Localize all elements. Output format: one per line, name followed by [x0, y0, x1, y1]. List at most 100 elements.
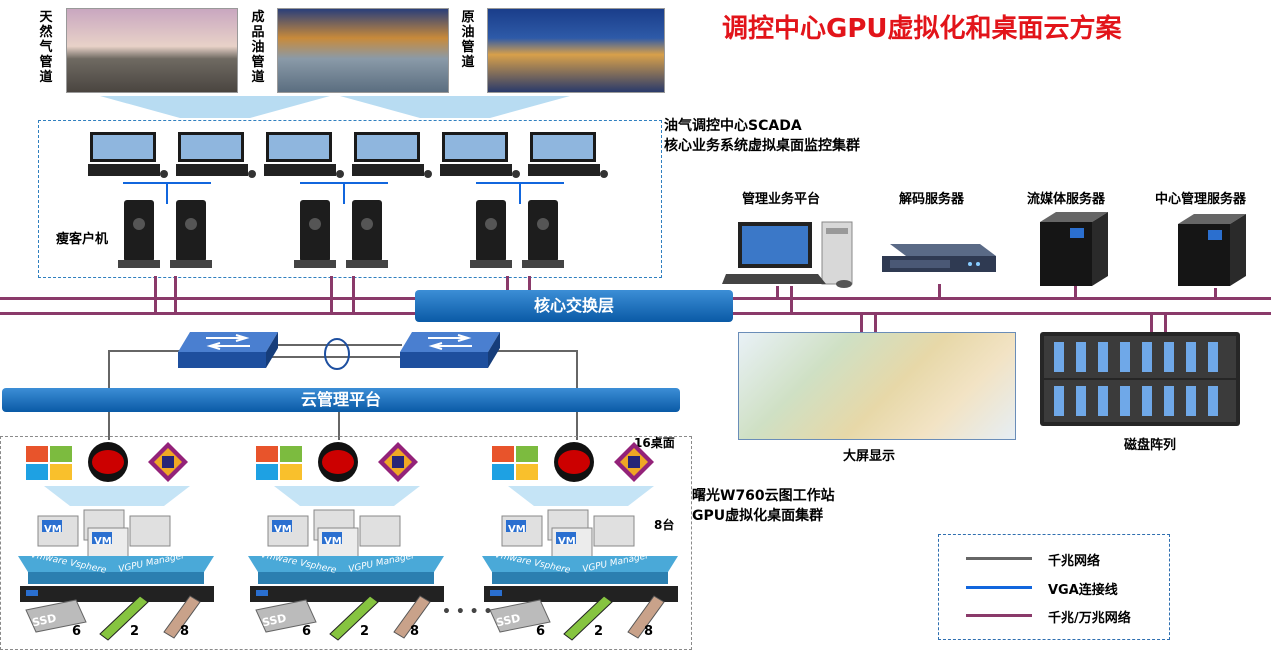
gpu-count: 2: [360, 624, 370, 639]
gigabit-line: [108, 350, 110, 388]
redhat-icon: [318, 442, 358, 482]
vm-label: VM: [324, 536, 342, 547]
legend-swatch-vga: [966, 586, 1032, 589]
vm-box-icon: [317, 527, 359, 559]
legend-swatch-gigabit: [966, 557, 1032, 560]
ssd-count: 6: [72, 624, 82, 639]
disk-array-label: 磁盘阵列: [1124, 438, 1177, 453]
memory-count: 8: [410, 624, 420, 639]
thin-client-icon: [470, 200, 512, 268]
memory-count: 8: [644, 624, 654, 639]
network-drop: [874, 312, 877, 332]
network-drop: [174, 276, 177, 312]
decoder-server-icon: [882, 244, 996, 272]
ssd-count: 6: [302, 624, 312, 639]
pipeline-arrows: [100, 96, 570, 118]
network-drop: [1074, 284, 1077, 298]
network-switch-icon: [178, 332, 278, 368]
centos-icon: [614, 442, 654, 482]
gpu-count: 2: [594, 624, 604, 639]
centos-icon: [378, 442, 418, 482]
workstation-label-line2: GPU虚拟化桌面集群: [692, 508, 824, 524]
center-mgmt-server-icon: [1178, 214, 1246, 286]
more-units-ellipsis: • • • •: [442, 604, 493, 620]
decode-server-label: 解码服务器: [899, 192, 965, 207]
network-drop: [790, 286, 793, 312]
center-server-label: 中心管理服务器: [1155, 192, 1247, 207]
unit-count-label: 8台: [654, 518, 675, 532]
scada-label-line1: 油气调控中心SCADA: [664, 118, 802, 134]
ssd-icon: [489, 599, 551, 633]
monitor-icon: [88, 132, 168, 178]
network-drop: [938, 284, 941, 298]
thin-client-icon: [118, 200, 160, 268]
memory-icon: [393, 595, 431, 639]
big-screen-map: [738, 332, 1016, 440]
pipeline-label-product: 成品油管道: [251, 10, 265, 85]
network-drop: [776, 286, 779, 298]
thin-client-label: 瘦客户机: [56, 232, 109, 247]
windows-icon: [26, 446, 72, 480]
gpu-card-icon: [563, 595, 613, 641]
ssd-icon: [255, 599, 317, 633]
thin-client-row: [118, 200, 564, 268]
gas-pipeline-photo: [66, 8, 238, 93]
workstation-unit: [478, 486, 684, 646]
gigabit-line: [338, 412, 340, 440]
thin-client-icon: [346, 200, 388, 268]
gpu-count: 2: [130, 624, 140, 639]
vm-label: VM: [558, 536, 576, 547]
gigabit-line: [108, 412, 110, 440]
network-drop: [154, 276, 157, 312]
diagram-title: 调控中心GPU虚拟化和桌面云方案: [722, 14, 1122, 44]
redhat-icon: [554, 442, 594, 482]
monitor-row: [88, 132, 608, 178]
desktop-count-label: 16桌面: [634, 436, 675, 450]
network-switch-icon: [400, 332, 500, 368]
legend-swatch-10g: [966, 614, 1032, 617]
redhat-icon: [88, 442, 128, 482]
legend-label-10g: 千兆/万兆网络: [1048, 611, 1131, 626]
core-switch-layer: 核心交换层: [415, 290, 733, 322]
monitor-icon: [176, 132, 256, 178]
network-drop: [1150, 312, 1153, 332]
gigabit-line: [576, 350, 578, 388]
network-drop: [352, 276, 355, 312]
vm-box-icon: [87, 527, 129, 559]
vm-box-icon: [267, 515, 309, 547]
ssd-icon: [25, 599, 87, 633]
vm-box-icon: [551, 527, 593, 559]
gpu-cluster-box: [0, 436, 692, 650]
streaming-server-icon: [1040, 212, 1108, 286]
network-drop: [1164, 312, 1167, 332]
network-drop: [860, 312, 863, 332]
mgmt-platform-label: 管理业务平台: [742, 192, 821, 207]
thin-client-icon: [170, 200, 212, 268]
memory-count: 8: [180, 624, 190, 639]
gigabit-line: [108, 350, 188, 352]
vga-line: [166, 182, 168, 204]
memory-icon: [627, 595, 665, 639]
network-drop: [1214, 288, 1217, 298]
memory-icon: [163, 595, 201, 639]
product-pipeline-photo: [277, 8, 449, 93]
vm-label: VM: [508, 524, 526, 535]
gigabit-line: [576, 412, 578, 440]
workstation-unit: [244, 486, 450, 646]
link-aggregation-ring: [324, 338, 350, 370]
crude-pipeline-photo: [487, 8, 665, 93]
gpu-card-icon: [329, 595, 379, 641]
vga-line: [519, 182, 521, 204]
thin-client-icon: [522, 200, 564, 268]
big-screen-label: 大屏显示: [843, 449, 896, 464]
vm-label: VM: [94, 536, 112, 547]
vm-label: VM: [44, 524, 62, 535]
ssd-count: 6: [536, 624, 546, 639]
workstation-unit: [14, 486, 220, 646]
cloud-management-platform: 云管理平台: [2, 388, 680, 412]
network-drop: [330, 276, 333, 312]
gigabit-line: [272, 344, 402, 346]
scada-cluster-box: [38, 120, 662, 278]
legend-label-vga: VGA连接线: [1048, 583, 1118, 598]
legend-label-gigabit: 千兆网络: [1048, 554, 1101, 569]
